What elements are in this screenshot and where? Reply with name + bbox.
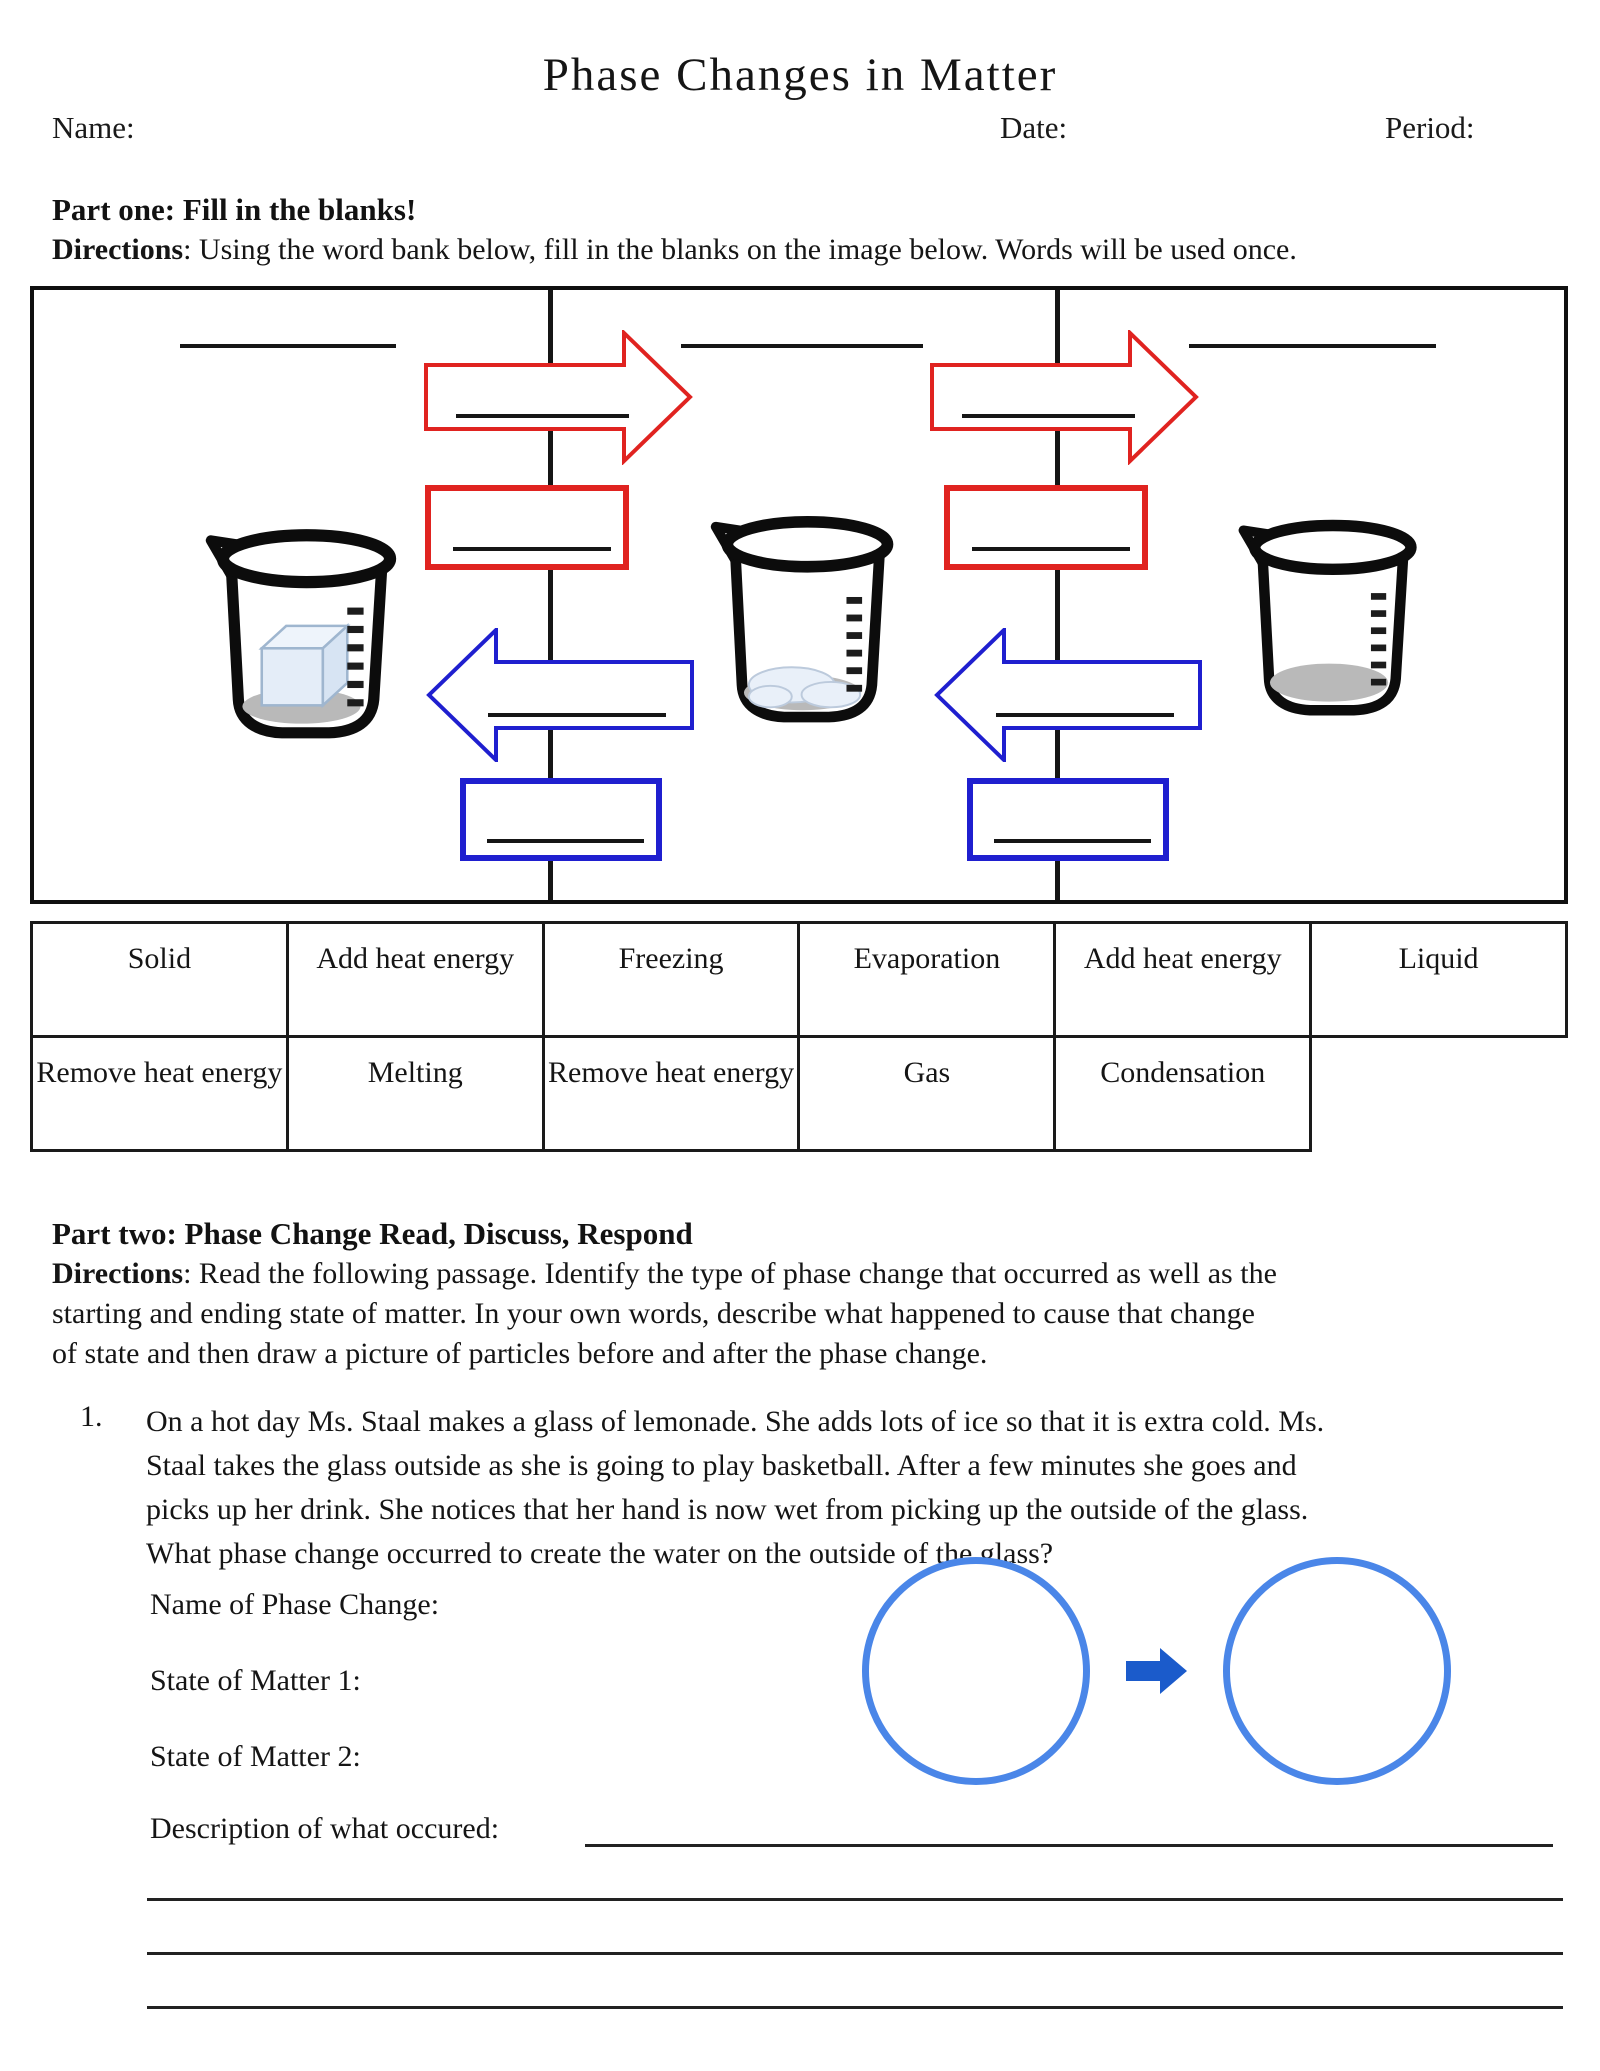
word-bank-empty-cell — [1311, 1037, 1567, 1151]
date-label: Date: — [1000, 110, 1068, 145]
name-label: Name: — [52, 110, 135, 145]
answer-blank-box-1[interactable] — [453, 547, 611, 551]
word-bank-cell: Add heat energy — [1053, 921, 1313, 1038]
word-bank-cell: Melting — [285, 1035, 545, 1152]
word-bank-cell: Evaporation — [797, 921, 1057, 1038]
answer-blank-box-3[interactable] — [487, 839, 644, 843]
period-label: Period: — [1385, 110, 1475, 145]
particle-circle-before[interactable] — [862, 1557, 1090, 1785]
diagram-divider-1 — [548, 290, 553, 900]
phase-change-diagram — [30, 286, 1568, 904]
directions-label: Directions — [52, 233, 184, 266]
answer-blank-description-1[interactable] — [585, 1844, 1553, 1847]
reverse-process-box-2[interactable] — [967, 778, 1169, 861]
word-bank-cell: Freezing — [541, 921, 801, 1038]
phase-change-label: Name of Phase Change: — [150, 1588, 440, 1621]
state-of-matter-2-label: State of Matter 2: — [150, 1740, 361, 1773]
particle-circle-after[interactable] — [1223, 1557, 1451, 1785]
question-number: 1. — [80, 1400, 103, 1433]
word-bank-cell: Gas — [797, 1035, 1057, 1152]
word-bank-row-1: Solid Add heat energy Freezing Evaporati… — [30, 921, 1568, 1038]
page-title: Phase Changes in Matter — [542, 49, 1058, 101]
answer-blank-state-gas[interactable] — [1189, 344, 1436, 348]
solid-beaker-icon — [205, 529, 397, 739]
reverse-arrow-2 — [934, 628, 1202, 762]
forward-arrow-2 — [930, 330, 1199, 465]
word-bank-cell: Remove heat energy — [541, 1035, 801, 1152]
reverse-process-box-1[interactable] — [460, 778, 662, 861]
word-bank-cell: Condensation — [1053, 1035, 1313, 1152]
answer-blank-description-3[interactable] — [147, 1952, 1563, 1955]
answer-blank-state-solid[interactable] — [180, 344, 396, 348]
word-bank-cell: Liquid — [1309, 921, 1568, 1038]
state-of-matter-1-label: State of Matter 1: — [150, 1664, 361, 1697]
gas-beaker-icon — [1238, 519, 1417, 716]
directions-label: Directions — [52, 1257, 184, 1290]
answer-blank-description-2[interactable] — [147, 1898, 1563, 1901]
transform-arrow-icon — [1126, 1648, 1187, 1694]
forward-arrow-1 — [424, 330, 693, 465]
word-bank-cell: Remove heat energy — [30, 1035, 289, 1152]
word-bank-cell: Solid — [30, 921, 289, 1038]
word-bank-cell: Add heat energy — [285, 921, 545, 1038]
forward-process-box-1[interactable] — [425, 485, 629, 570]
answer-blank-box-2[interactable] — [972, 547, 1130, 551]
word-bank-table: Solid Add heat energy Freezing Evaporati… — [30, 921, 1568, 1152]
part-one-directions: Directions: Using the word bank below, f… — [52, 233, 1297, 266]
liquid-beaker-icon — [710, 515, 894, 723]
description-label: Description of what occured: — [150, 1812, 500, 1845]
part-two-directions: Directions: Read the following passage. … — [52, 1257, 1277, 1370]
answer-blank-box-4[interactable] — [994, 839, 1151, 843]
answer-blank-description-4[interactable] — [147, 2006, 1563, 2009]
answer-blank-state-liquid[interactable] — [681, 344, 923, 348]
question-text: On a hot day Ms. Staal makes a glass of … — [146, 1405, 1325, 1570]
part-two-heading: Part two: Phase Change Read, Discuss, Re… — [52, 1216, 693, 1251]
reverse-arrow-1 — [426, 628, 694, 762]
word-bank-row-2: Remove heat energy Melting Remove heat e… — [30, 1035, 1567, 1152]
forward-process-box-2[interactable] — [944, 485, 1148, 570]
part-one-heading: Part one: Fill in the blanks! — [52, 192, 417, 227]
diagram-divider-2 — [1055, 290, 1060, 900]
